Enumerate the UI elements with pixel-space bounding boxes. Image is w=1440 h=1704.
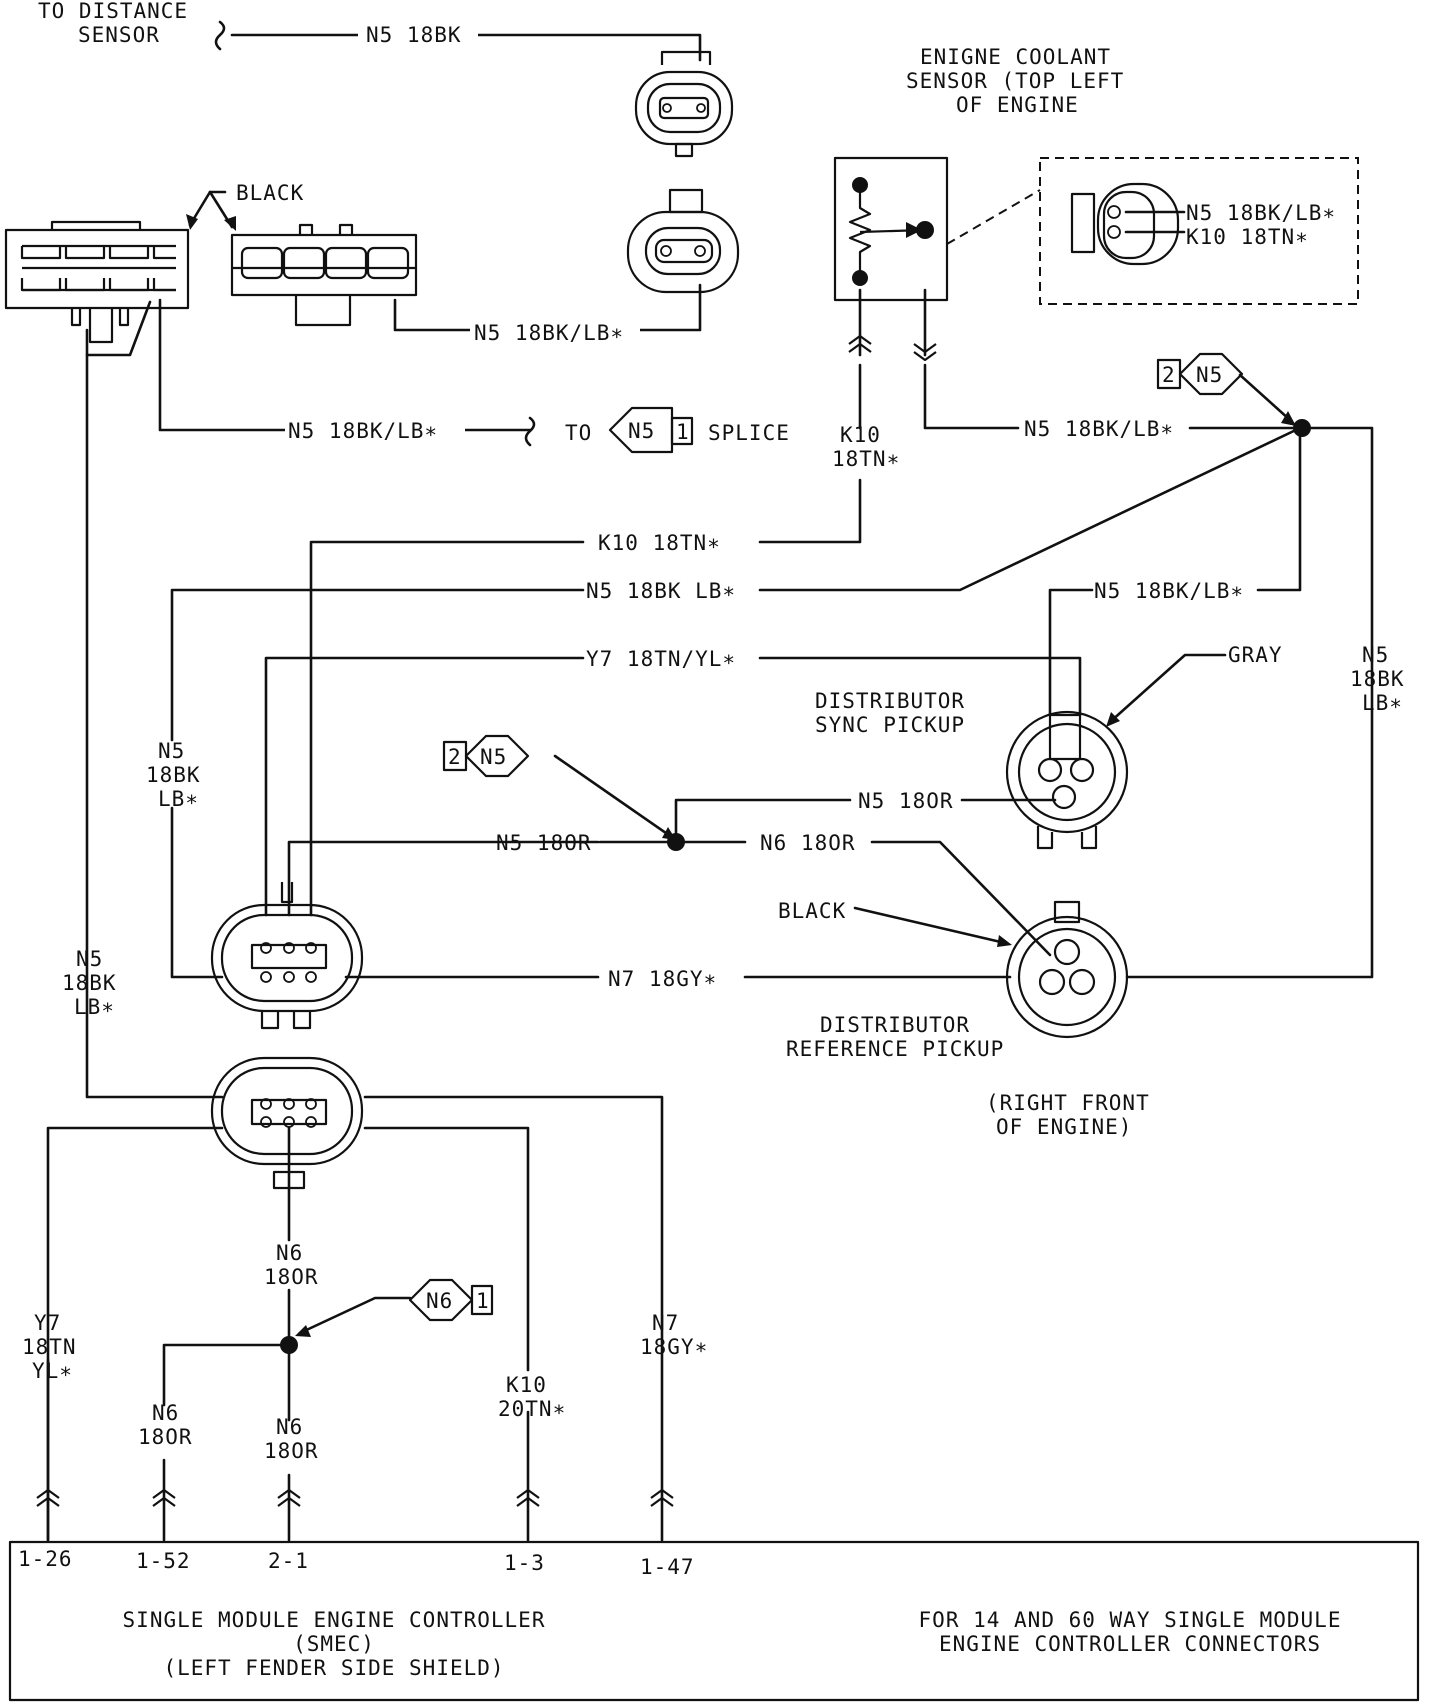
splice3-name: N5: [480, 745, 507, 769]
smec-line2: (SMEC): [293, 1632, 375, 1656]
splice3-num: 2: [448, 745, 462, 769]
wire-n5-to-splice-right: N5 18BK/LB∗: [1024, 417, 1174, 441]
n5-left-line3: LB∗: [158, 787, 199, 811]
wires: [46, 20, 1374, 1542]
n5-right-line3: LB∗: [1362, 691, 1403, 715]
wire-n5-18or-right: N5 18OR: [858, 789, 954, 813]
ects-title-line1: ENIGNE COOLANT: [920, 45, 1111, 69]
splice2-top-num: 2: [1162, 363, 1176, 387]
splice-n6-name: N6: [426, 1289, 453, 1313]
splice-label: SPLICE: [708, 421, 790, 445]
n5-right-line1: N5: [1362, 643, 1389, 667]
k10-vert-line2: 18TN∗: [832, 447, 900, 471]
pin-2-1: 2-1: [268, 1549, 309, 1573]
n7-line2: 18GY∗: [640, 1335, 708, 1359]
wire-n5-18bk: N5 18BK: [366, 23, 462, 47]
wire-n6-18or: N6 18OR: [760, 831, 856, 855]
wire-n5-18or-left: N5 18OR: [496, 831, 592, 855]
dist-sync-line1: DISTRIBUTOR: [815, 689, 965, 713]
ects-pin-k10: K10 18TN∗: [1186, 225, 1309, 249]
right-front-line2: OF ENGINE): [996, 1115, 1132, 1139]
pin-1-26: 1-26: [18, 1547, 73, 1571]
splice-ref-n6-1: [408, 1278, 494, 1322]
smec-line3: (LEFT FENDER SIDE SHIELD): [163, 1656, 504, 1680]
ects-pin-n5: N5 18BK/LB∗: [1186, 201, 1336, 225]
splice-ref-n5-name: N5: [628, 419, 655, 443]
distance-sensor-connector: [634, 50, 734, 158]
k10-vert-line1: K10: [840, 423, 881, 447]
n6-c-line1: N6: [276, 1415, 303, 1439]
n7-line1: N7: [652, 1311, 679, 1335]
terminal-chevrons: [36, 334, 937, 1507]
n6-a-line1: N6: [276, 1241, 303, 1265]
pin-1-47: 1-47: [640, 1555, 695, 1579]
pin-1-3: 1-3: [504, 1551, 545, 1575]
arrowheads: [186, 214, 1296, 1337]
splice-ref-2-n5-mid: [442, 734, 530, 778]
n5-farleft-line1: N5: [76, 947, 103, 971]
wire-n5-18bklb-splice: N5 18BK/LB∗: [288, 419, 438, 443]
y7-line3: YL∗: [32, 1359, 73, 1383]
black-label-mid: BLACK: [778, 899, 846, 923]
splice-ref-2-n5-top: [1156, 352, 1244, 396]
k10-20-line1: K10: [506, 1373, 547, 1397]
gray-label: GRAY: [1228, 643, 1283, 667]
to-label: TO: [565, 421, 592, 445]
ects-title-line3: OF ENGINE: [956, 93, 1079, 117]
dist-ref-line2: REFERENCE PICKUP: [786, 1037, 1004, 1061]
labels: TO DISTANCE SENSOR N5 18BK BLACK N5 18BK…: [18, 0, 1405, 1680]
n6-b-line1: N6: [152, 1401, 179, 1425]
ects-title-line2: SENSOR (TOP LEFT: [906, 69, 1124, 93]
wire-y7-18tnyl: Y7 18TN/YL∗: [586, 647, 736, 671]
splice-ref-n5-num: 1: [676, 420, 690, 444]
n6-c-line2: 18OR: [264, 1439, 319, 1463]
coolant-sensor-connector-inset: [1039, 157, 1359, 305]
k10-20-line2: 20TN∗: [498, 1397, 566, 1421]
note-line2: ENGINE CONTROLLER CONNECTORS: [939, 1632, 1321, 1656]
y7-line2: 18TN: [22, 1335, 77, 1359]
note-line1: FOR 14 AND 60 WAY SINGLE MODULE: [919, 1608, 1342, 1632]
pin-1-52: 1-52: [136, 1549, 191, 1573]
right-front-line1: (RIGHT FRONT: [986, 1091, 1150, 1115]
dist-sync-line2: SYNC PICKUP: [815, 713, 965, 737]
n5-left-line2: 18BK: [146, 763, 201, 787]
dist-ref-line1: DISTRIBUTOR: [820, 1013, 970, 1037]
splice-n6-num: 1: [476, 1289, 490, 1313]
y7-line1: Y7: [34, 1311, 61, 1335]
mating-connector: [626, 188, 740, 294]
wire-n5-18bklb-connector: N5 18BK/LB∗: [474, 321, 624, 345]
n5-farleft-line3: LB∗: [74, 995, 115, 1019]
left-multi-connector: [4, 220, 190, 344]
smec-box: [8, 1540, 1420, 1702]
n6-b-line2: 18OR: [138, 1425, 193, 1449]
n5-left-line1: N5: [158, 739, 185, 763]
smec-line1: SINGLE MODULE ENGINE CONTROLLER: [123, 1608, 546, 1632]
inline-connector-lower: [210, 1056, 364, 1190]
to-distance-sensor-line2: SENSOR: [78, 23, 160, 47]
inline-connector-upper: [210, 882, 364, 1030]
wire-n7-18gy: N7 18GY∗: [608, 967, 717, 991]
to-distance-sensor-line1: TO DISTANCE: [38, 0, 188, 23]
reference-pickup: [1005, 900, 1129, 1039]
n5-farleft-line2: 18BK: [62, 971, 117, 995]
n6-a-line2: 18OR: [264, 1265, 319, 1289]
label-backgrounds: [285, 22, 640, 444]
splice2-top-name: N5: [1196, 363, 1223, 387]
splice-ref-n5-1: [608, 406, 694, 454]
black-connector: [230, 223, 418, 327]
wire-k10-18tn: K10 18TN∗: [598, 531, 721, 555]
splice-dots: [280, 419, 1311, 1354]
n5-right-line2: 18BK: [1350, 667, 1405, 691]
coolant-sensor: [833, 156, 1041, 302]
wire-n5-18bklb-sync: N5 18BK/LB∗: [1094, 579, 1244, 603]
black-label-top: BLACK: [236, 181, 304, 205]
wire-n5-18bk-lb: N5 18BK LB∗: [586, 579, 736, 603]
sync-pickup: [1005, 710, 1129, 850]
